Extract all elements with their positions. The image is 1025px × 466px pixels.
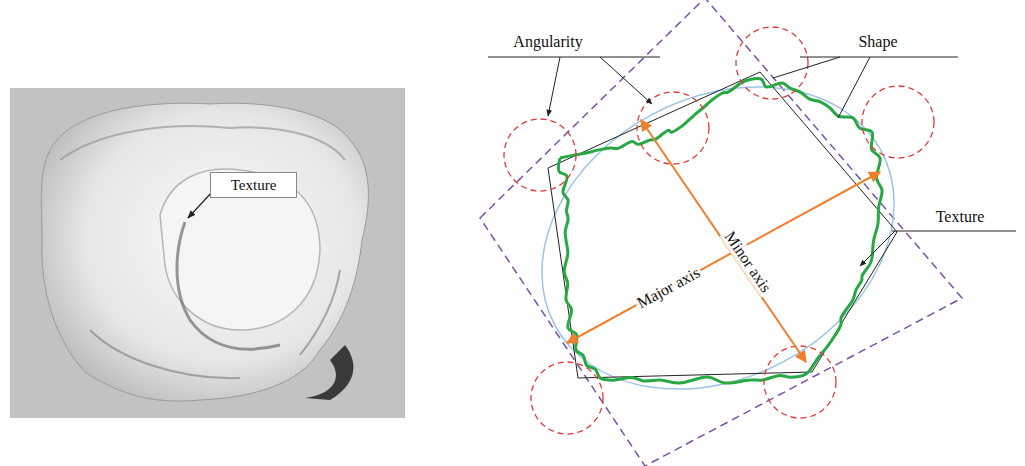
leader-line bbox=[548, 57, 560, 116]
label-rule bbox=[800, 57, 958, 58]
leader-line bbox=[188, 192, 212, 218]
rock-shadow bbox=[305, 345, 353, 400]
label-rule bbox=[488, 57, 660, 58]
corner-circle bbox=[736, 27, 808, 99]
axis-label: Major axis bbox=[632, 263, 704, 313]
corner-circle bbox=[862, 86, 934, 158]
label-rule bbox=[892, 231, 1016, 232]
fitted-ellipse bbox=[489, 28, 947, 449]
angularity-label: Angularity bbox=[511, 33, 584, 51]
leader-line bbox=[838, 57, 870, 118]
rock-crevice bbox=[177, 222, 280, 349]
angularity-circles bbox=[504, 27, 934, 434]
leader-line bbox=[860, 231, 895, 266]
bounding-rectangle bbox=[480, 0, 962, 466]
major-axis bbox=[567, 172, 880, 343]
rock-particle bbox=[41, 103, 368, 401]
leader-line bbox=[773, 57, 840, 78]
particle-outline bbox=[559, 78, 883, 383]
render-ground bbox=[10, 88, 405, 418]
callout-box: Texture bbox=[210, 172, 297, 198]
corner-circle bbox=[531, 362, 603, 434]
rock-shade bbox=[90, 270, 340, 378]
corner-circle bbox=[637, 92, 709, 164]
leader-line bbox=[600, 57, 652, 104]
rock-ridge bbox=[60, 126, 345, 160]
shape-label: Shape bbox=[856, 33, 899, 51]
corner-circle bbox=[764, 346, 836, 418]
corner-circle bbox=[504, 119, 576, 191]
texture-label: Texture bbox=[934, 208, 987, 226]
callout-label: Texture bbox=[231, 177, 277, 194]
minor-axis bbox=[641, 120, 806, 362]
axis-label: Minor axis bbox=[720, 227, 776, 298]
